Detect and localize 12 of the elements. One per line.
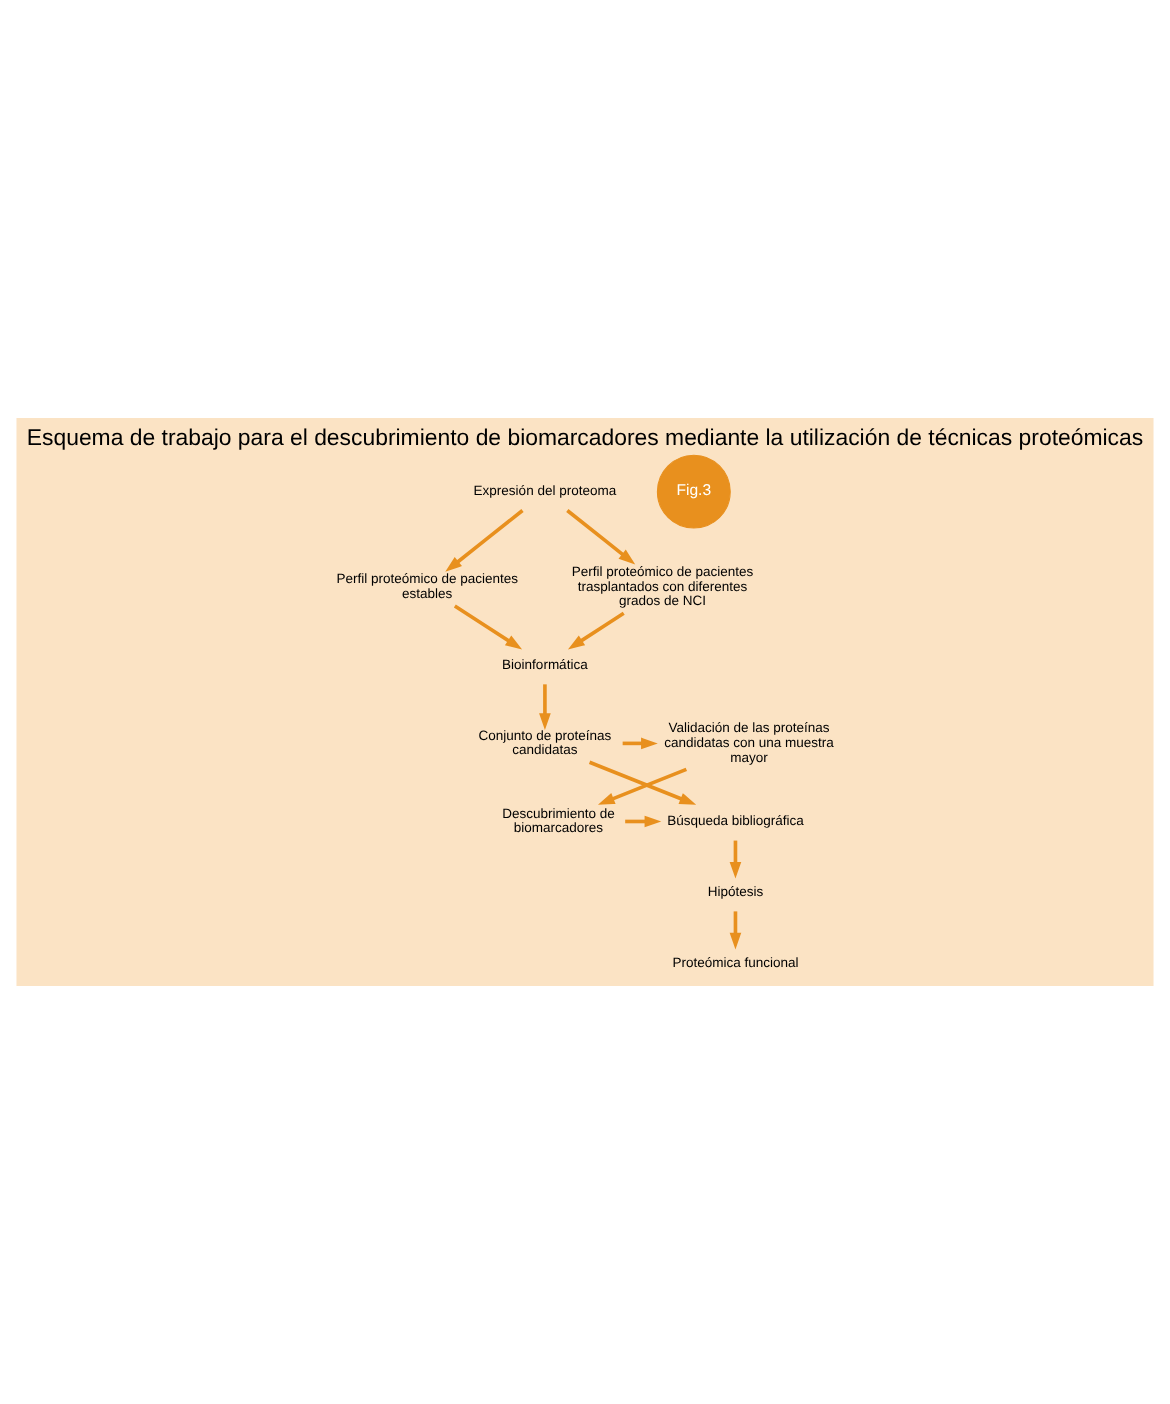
arrow	[588, 760, 697, 805]
arrow	[539, 684, 551, 730]
arrow	[567, 611, 625, 650]
arrow	[566, 509, 636, 565]
arrow	[453, 604, 523, 650]
arrow	[445, 509, 524, 572]
arrow	[597, 767, 687, 805]
arrow	[622, 737, 658, 750]
arrow	[729, 840, 742, 879]
arrow	[625, 815, 662, 828]
arrow	[729, 911, 742, 950]
diagram-title: Esquema de trabajo para el descubrimiento de biomarcadores mediante la utilización de técnicas proteómicas	[26, 426, 1144, 451]
